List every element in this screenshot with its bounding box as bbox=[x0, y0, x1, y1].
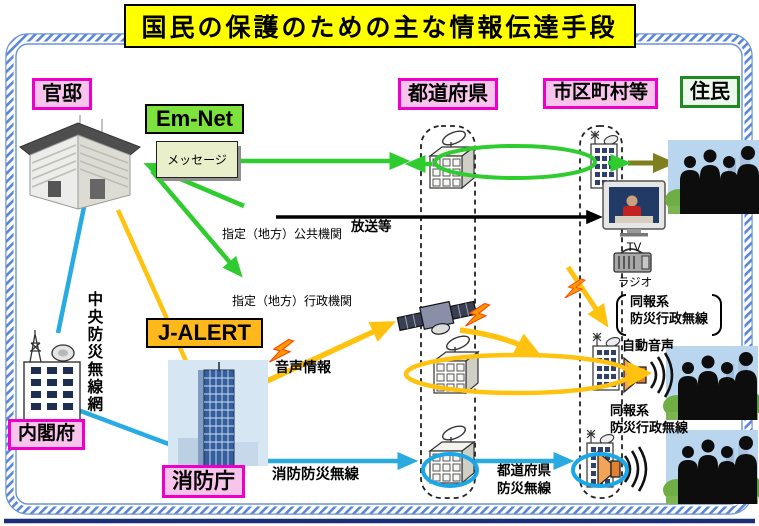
municipality-tag: 市区町村等 bbox=[543, 78, 659, 109]
page-title: 国民の保護のための主な情報伝達手段 bbox=[123, 4, 636, 48]
fdma-building-icon bbox=[167, 359, 269, 467]
broadcast-label: 放送等 bbox=[351, 219, 392, 234]
public-org-label: 指定（地方）公共機関 bbox=[221, 227, 342, 241]
doho-bottom-label: 同報系 防災行政無線 bbox=[610, 403, 688, 437]
pref-wireless-line1: 都道府県 bbox=[497, 463, 551, 478]
residents-tag: 住民 bbox=[680, 76, 740, 108]
pref-wireless-line2: 防災無線 bbox=[497, 480, 551, 496]
doho-line2: 防災行政無線 bbox=[630, 310, 709, 326]
kantei-building-icon bbox=[19, 114, 141, 210]
tv-icon bbox=[602, 180, 666, 238]
kantei-to-cabinet-line bbox=[55, 206, 87, 334]
pref-wireless-loop bbox=[421, 452, 479, 488]
emnet-tag: Em-Net bbox=[145, 104, 245, 135]
message-note: メッセージ bbox=[156, 141, 241, 181]
muni-wireless-loop bbox=[571, 452, 629, 488]
admin-org-label: 指定（地方）行政機関 bbox=[231, 294, 352, 308]
satellite-to-municipality-beam bbox=[565, 265, 609, 328]
pref-wireless-label: 都道府県 防災無線 bbox=[497, 462, 551, 497]
auto-voice-label: 自動音声 bbox=[622, 338, 675, 353]
jalert-tag: J-ALERT bbox=[146, 318, 263, 349]
left-bracket bbox=[616, 294, 626, 336]
doho-bracket-label: 同報系 防災行政無線 bbox=[616, 294, 723, 336]
voice-info-label: 音声情報 bbox=[275, 359, 331, 375]
satellite-icon bbox=[395, 295, 480, 343]
doho-text: 同報系 防災行政無線 bbox=[630, 294, 708, 336]
prefecture-building-icon bbox=[433, 332, 479, 394]
fire-wireless-label: 消防防災無線 bbox=[272, 467, 359, 483]
fdma-tag: 消防庁 bbox=[162, 465, 245, 499]
prefecture-tag: 都道府県 bbox=[398, 78, 498, 110]
doho-bottom-line2: 防災行政無線 bbox=[610, 419, 689, 435]
jalert-loop-arrowhead bbox=[628, 362, 652, 387]
doho-line1: 同報系 bbox=[630, 294, 670, 309]
central-disaster-net-label: 中央防災無線網 bbox=[85, 291, 103, 414]
message-note-paper: メッセージ bbox=[156, 141, 238, 178]
voice-to-satellite-arrow bbox=[250, 321, 396, 391]
emnet-pref-muni-loop bbox=[433, 144, 597, 180]
kantei-to-adminorg-arrow bbox=[150, 169, 243, 278]
cabinet-office-tag: 内閣府 bbox=[8, 419, 86, 450]
satellite-downlink-arrow bbox=[459, 327, 541, 356]
doho-bottom-line1: 同報系 bbox=[610, 403, 650, 418]
municipality-lane bbox=[579, 125, 623, 499]
right-bracket bbox=[712, 294, 723, 336]
kantei-tag: 官邸 bbox=[32, 78, 92, 110]
radio-label: ラジオ bbox=[617, 277, 653, 289]
residents-image bbox=[665, 140, 759, 214]
tv-label: TV bbox=[626, 242, 642, 254]
residents-image bbox=[663, 430, 759, 504]
cabinet-office-building-icon bbox=[23, 329, 81, 421]
